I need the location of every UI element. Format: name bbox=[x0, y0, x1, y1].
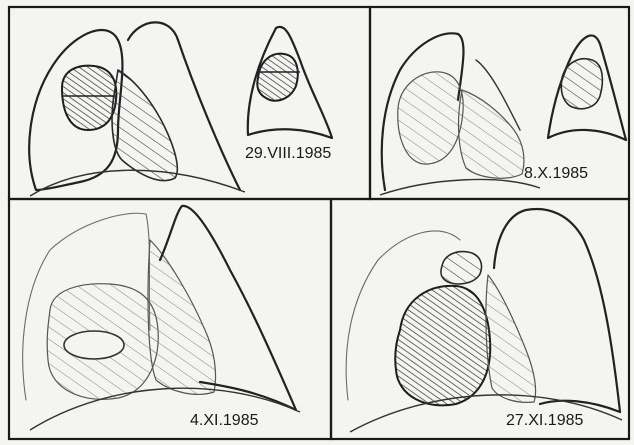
panel-2-date-label: 8.X.1985 bbox=[524, 165, 588, 182]
panel-3-date-label: 4.XI.1985 bbox=[190, 412, 259, 429]
panel-4-date-label: 27.XI.1985 bbox=[506, 412, 584, 429]
panel-1-inset-lesion bbox=[257, 54, 298, 101]
panel-4-upper-lesion bbox=[441, 252, 482, 284]
panel-1-diaphragm bbox=[30, 170, 245, 196]
panel-4: 27.XI.1985 bbox=[331, 199, 629, 439]
panel-2-inset-lesion bbox=[561, 59, 602, 109]
panel-3-cavity bbox=[64, 331, 124, 359]
panel-1-date-label: 29.VIII.1985 bbox=[245, 145, 331, 162]
panel-4-hatched-mass bbox=[486, 275, 536, 402]
panel-1: 29.VIII.1985 bbox=[9, 7, 370, 199]
panel-1-hatched-mass bbox=[112, 70, 177, 181]
panel-3-hatched-mass bbox=[148, 240, 216, 394]
panel-3: 4.XI.1985 bbox=[9, 199, 331, 439]
panel-2: 8.X.1985 bbox=[370, 7, 629, 199]
panel-2-hatched-mass bbox=[459, 90, 524, 178]
panel-1-round-lesion bbox=[62, 66, 116, 130]
panel-2-diaphragm bbox=[380, 180, 540, 195]
panel-2-hatched-left bbox=[398, 72, 463, 164]
panel-4-hatched-left bbox=[395, 286, 490, 406]
